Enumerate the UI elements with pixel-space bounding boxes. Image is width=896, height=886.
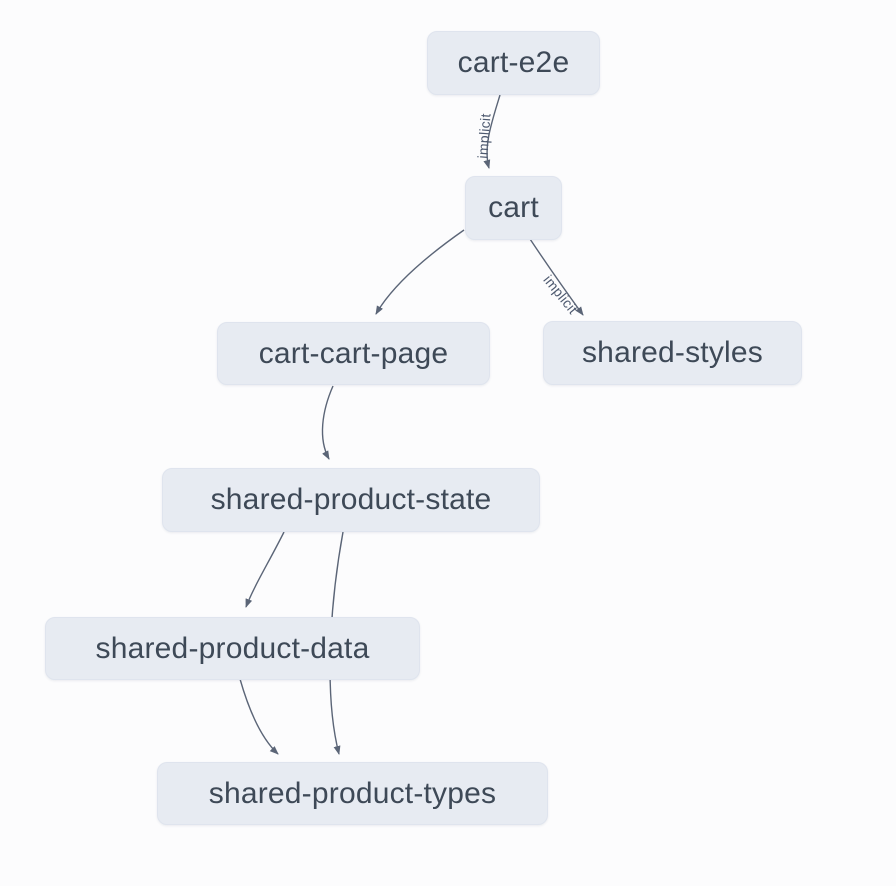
node-label: shared-product-data [95, 631, 370, 665]
node-shared-styles[interactable]: shared-styles [543, 321, 802, 385]
node-label: cart [488, 191, 539, 224]
node-cart-e2e[interactable]: cart-e2e [427, 31, 600, 95]
edge-cart-to-shared-styles [529, 238, 584, 316]
edge-shared-product-data-to-shared-product-types [239, 678, 279, 755]
edge-label-implicit-cart-e2e-cart: implicit [474, 113, 493, 159]
node-shared-product-types[interactable]: shared-product-types [157, 762, 548, 825]
node-shared-product-state[interactable]: shared-product-state [162, 468, 540, 532]
node-shared-product-data[interactable]: shared-product-data [45, 617, 420, 680]
node-label: shared-styles [581, 336, 763, 369]
node-label: cart-cart-page [258, 336, 449, 370]
edge-cart-e2e-to-cart [483, 94, 501, 169]
edge-cart-cart-page-to-shared-product-state [321, 385, 334, 460]
edge-label-implicit-cart-shared-styles: implicit [540, 272, 581, 317]
node-cart[interactable]: cart [465, 176, 562, 240]
node-label: shared-product-types [208, 776, 497, 810]
edge-cart-to-cart-cart-page [375, 229, 465, 315]
node-label: cart-e2e [457, 46, 570, 79]
node-cart-cart-page[interactable]: cart-cart-page [217, 322, 490, 385]
node-label: shared-product-state [210, 483, 492, 516]
edge-shared-product-state-to-shared-product-data [245, 531, 285, 608]
